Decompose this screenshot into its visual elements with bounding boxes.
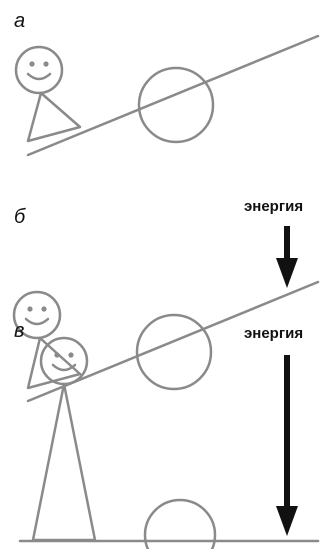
- panel-c-energy-arrow: [276, 355, 298, 536]
- panel-b-letter: б: [14, 206, 26, 228]
- panel-b-energy-label: энергия: [244, 198, 303, 215]
- panel-c-person-smile: [51, 363, 77, 372]
- panel-c-person-body: [31, 382, 97, 542]
- panel-a-plank: [26, 34, 320, 157]
- panel-a-person-left-eye: [29, 61, 35, 67]
- panel-b-energy-arrow: [276, 226, 298, 288]
- panel-a-ball: [137, 66, 215, 144]
- panel-c-energy-label: энергия: [244, 325, 303, 342]
- panel-b-person-right-eye: [41, 306, 47, 312]
- panel-b-person-smile: [24, 317, 50, 326]
- panel-c-person: [31, 336, 97, 542]
- panel-b-energy-arrow-head: [276, 258, 298, 288]
- panel-a-letter: а: [14, 10, 25, 32]
- panel-c-energy-arrow-head: [276, 506, 298, 536]
- panel-c-ball: [143, 498, 217, 549]
- panel-c-letter: в: [14, 320, 24, 342]
- panel-a-person-smile: [26, 72, 52, 81]
- panel-a: а: [14, 10, 320, 157]
- panel-c: в энергия: [14, 320, 320, 549]
- panel-b-person-head: [12, 290, 62, 340]
- panel-a-person-head: [14, 45, 64, 95]
- panel-a-person: [14, 45, 82, 143]
- panel-a-person-body: [26, 91, 82, 143]
- panel-b-ball: [135, 313, 213, 391]
- panel-b-person-left-eye: [27, 306, 33, 312]
- panel-a-person-right-eye: [43, 61, 49, 67]
- panel-c-person-right-eye: [68, 352, 74, 358]
- panel-c-person-left-eye: [54, 352, 60, 358]
